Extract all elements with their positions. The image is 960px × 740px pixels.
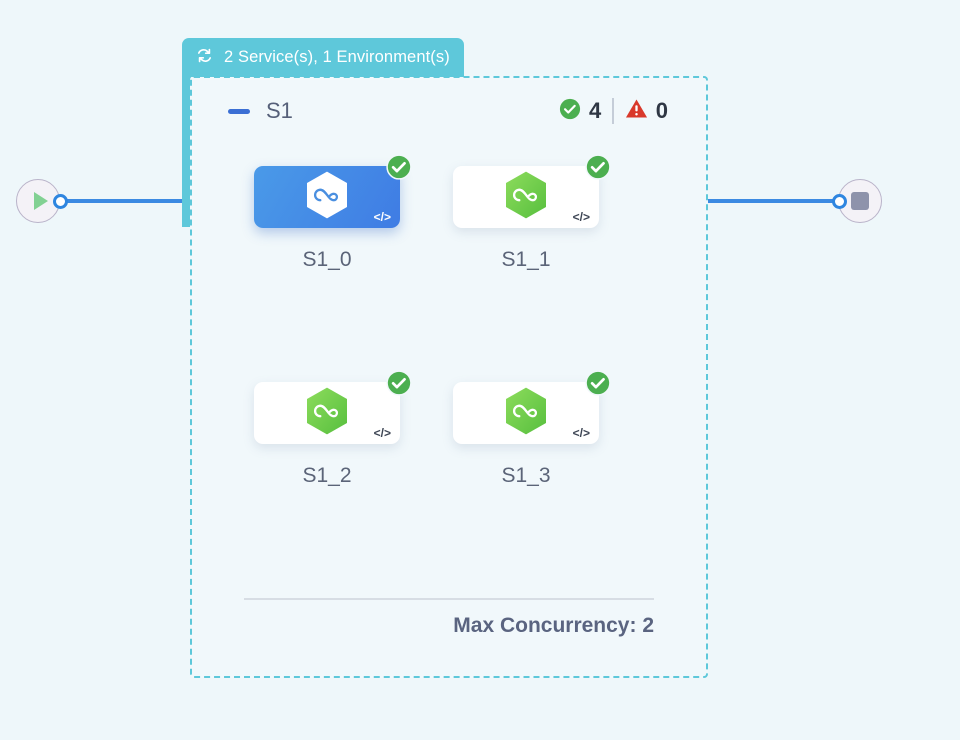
success-count: 4 [589, 98, 602, 123]
start-node-output-port[interactable] [53, 194, 68, 209]
status-error: 0 [625, 97, 668, 125]
service-node-card[interactable]: </> [453, 370, 611, 444]
node-cell: </> S1_3 [453, 370, 652, 488]
minus-icon[interactable] [228, 108, 250, 114]
check-circle-icon [386, 154, 412, 185]
node-cell: </> S1_0 [254, 154, 453, 272]
code-icon[interactable]: </> [572, 210, 590, 224]
service-group-container[interactable]: S1 4 [190, 76, 708, 678]
node-label: S1_2 [302, 464, 352, 487]
loop-icon [194, 45, 215, 71]
group-footer-divider [244, 598, 654, 600]
start-node[interactable] [16, 179, 60, 223]
group-status-summary: 4 0 [559, 97, 668, 125]
status-divider [612, 98, 614, 124]
group-title: S1 [266, 98, 293, 123]
check-circle-icon [585, 370, 611, 401]
hexagon-infinity-icon [304, 386, 350, 441]
warning-triangle-icon [625, 97, 648, 125]
end-node-input-port[interactable] [832, 194, 847, 209]
code-icon[interactable]: </> [373, 210, 391, 224]
connection-line-start-to-group[interactable] [60, 199, 186, 203]
connection-line-group-to-end[interactable] [708, 199, 836, 203]
error-count: 0 [655, 98, 668, 123]
node-cell: </> S1_1 [453, 154, 652, 272]
node-label: S1_1 [501, 248, 551, 271]
service-node-card[interactable]: </> [453, 154, 611, 228]
stop-icon [851, 192, 869, 210]
node-label: S1_0 [302, 248, 352, 271]
check-circle-icon [559, 98, 581, 125]
check-circle-icon [386, 370, 412, 401]
service-node-card[interactable]: </> [254, 154, 412, 228]
node-cell: </> S1_2 [254, 370, 453, 488]
service-node-card[interactable]: </> [254, 370, 412, 444]
play-icon [33, 192, 48, 210]
max-concurrency-label: Max Concurrency: 2 [453, 614, 654, 637]
node-grid: </> S1_0 [192, 154, 706, 488]
group-header-tab[interactable]: 2 Service(s), 1 Environment(s) [182, 38, 464, 77]
hexagon-infinity-icon [304, 170, 350, 225]
code-icon[interactable]: </> [373, 426, 391, 440]
hexagon-infinity-icon [503, 386, 549, 441]
status-success: 4 [559, 98, 601, 125]
node-label: S1_3 [501, 464, 551, 487]
hexagon-infinity-icon [503, 170, 549, 225]
code-icon[interactable]: </> [572, 426, 590, 440]
check-circle-icon [585, 154, 611, 185]
group-toolbar: S1 4 [192, 78, 706, 144]
group-header-label: 2 Service(s), 1 Environment(s) [224, 48, 450, 66]
